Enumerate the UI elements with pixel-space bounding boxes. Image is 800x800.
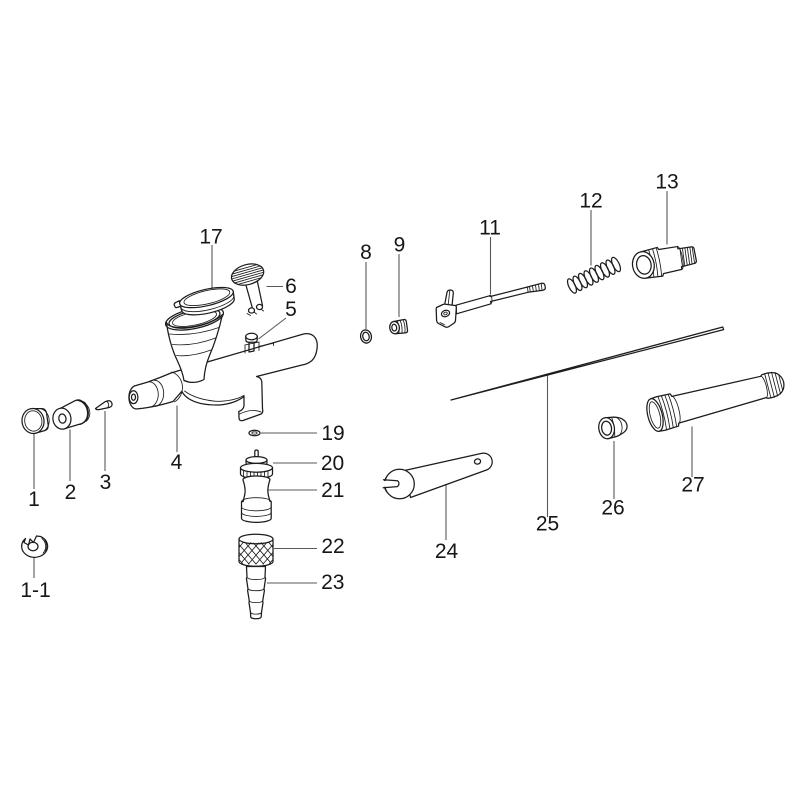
part-airbrush-body: [128, 306, 318, 422]
part-label-3: 3: [100, 471, 112, 494]
part-o-ring: [359, 329, 373, 344]
leader-line-5: [258, 317, 287, 340]
part-needle-chucking-guide: [435, 282, 546, 328]
part-o-ring-small: [248, 429, 261, 437]
part-label-20: 20: [321, 452, 344, 475]
part-label-5: 5: [285, 298, 297, 321]
part-spring-guide-screw: [631, 245, 697, 279]
part-nozzle-base: [52, 399, 91, 430]
part-label-23: 23: [321, 571, 344, 594]
part-nozzle: [94, 400, 113, 411]
part-label-12: 12: [579, 190, 602, 213]
part-label-6: 6: [285, 275, 297, 298]
part-label-19: 19: [321, 422, 344, 445]
part-label-22: 22: [321, 535, 344, 558]
part-cup-lid: [173, 286, 235, 316]
part-label-9: 9: [394, 234, 406, 257]
leader-lines: [33, 191, 693, 584]
part-label-2: 2: [65, 481, 77, 504]
part-label-11: 11: [479, 217, 501, 240]
part-label-27: 27: [681, 474, 704, 497]
part-label-4: 4: [171, 451, 183, 474]
part-label-24: 24: [435, 540, 459, 563]
part-label-21: 21: [321, 479, 344, 502]
part-label-8: 8: [360, 241, 372, 264]
part-handle: [646, 371, 785, 432]
part-air-valve-piston: [239, 449, 274, 480]
part-valve-nut: [389, 318, 409, 335]
part-label-17: 17: [199, 226, 222, 249]
part-hose-connection-nut: [238, 533, 274, 567]
part-cover-screw: [245, 332, 258, 353]
part-nozzle-cap: [21, 407, 50, 435]
part-hose-connector: [245, 565, 267, 620]
part-wrench: [382, 452, 493, 500]
part-labels: 1 1-1 2 3 4 5 6 8 9 11 12 13 17 19 20 21…: [20, 171, 704, 603]
part-label-1-1: 1-1: [20, 579, 50, 602]
part-label-25: 25: [536, 513, 559, 536]
part-trigger-button: [230, 263, 265, 316]
part-label-13: 13: [655, 171, 678, 194]
part-needle-chucking-nut: [598, 416, 628, 440]
part-air-valve-body: [240, 475, 272, 523]
part-needle: [450, 326, 725, 401]
part-label-1: 1: [28, 488, 40, 511]
part-needle-spring: [566, 256, 622, 294]
part-label-26: 26: [601, 497, 624, 520]
part-nozzle-cap-crown: [21, 535, 49, 558]
